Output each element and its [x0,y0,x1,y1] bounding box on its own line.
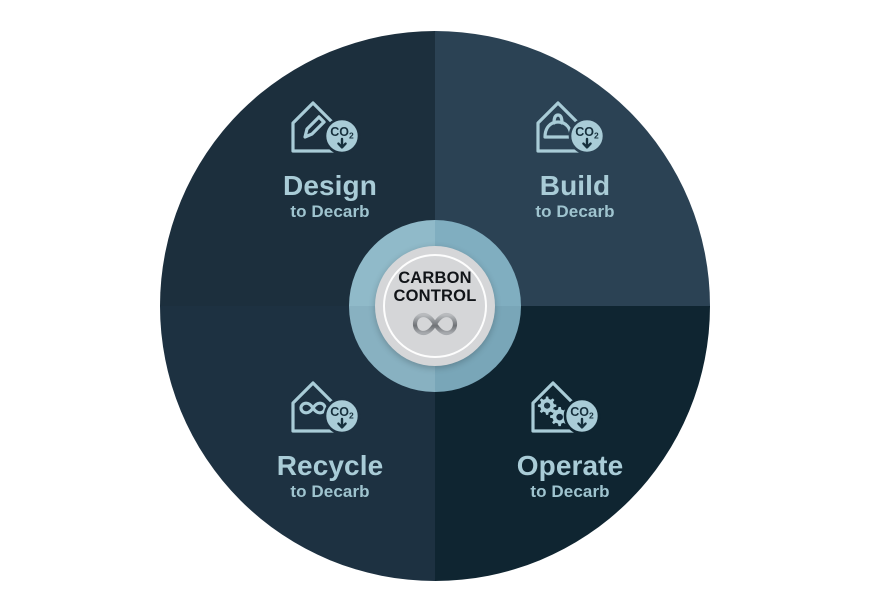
hub-label: CARBON CONTROL [370,269,500,305]
hub-label-line2: CONTROL [393,286,477,305]
segment-recycle-icon: CO2 [215,375,445,447]
segment-design-subtitle: to Decarb [290,202,370,221]
segment-operate[interactable]: CO2 Operate to Decarb [455,375,685,503]
co2-badge-text: CO2 [575,125,599,141]
tag-pencil-icon: CO2 [291,101,361,155]
segment-design-title: Design [283,170,377,201]
co2-badge-text: CO2 [330,405,354,421]
segment-operate-title: Operate [516,450,624,481]
segment-design[interactable]: CO2 Design to Decarb [215,95,445,223]
wheel-outer-circle: CARBON CONTROL [160,31,710,581]
tag-gears-icon: CO2 [531,381,601,435]
segment-operate-icon: CO2 [455,375,685,447]
segment-design-icon: CO2 [215,95,445,167]
co2-badge-text: CO2 [330,125,354,141]
segment-build-subtitle: to Decarb [535,202,615,221]
tag-hardhat-icon: CO2 [536,101,606,155]
infinity-icon [412,312,458,336]
tag-infinity-icon: CO2 [291,381,361,435]
segment-recycle[interactable]: CO2 Recycle to Decarb [215,375,445,503]
hub-label-line1: CARBON [398,269,472,287]
hub-inner-white-ring [383,254,487,358]
segment-build[interactable]: CO2 Build to Decarb [460,95,690,223]
segment-recycle-title: Recycle [276,450,384,481]
segment-operate-subtitle: to Decarb [530,482,610,501]
co2-badge-text: CO2 [570,405,594,421]
segment-build-title: Build [539,170,611,201]
segment-build-icon: CO2 [460,95,690,167]
segment-recycle-subtitle: to Decarb [290,482,370,501]
